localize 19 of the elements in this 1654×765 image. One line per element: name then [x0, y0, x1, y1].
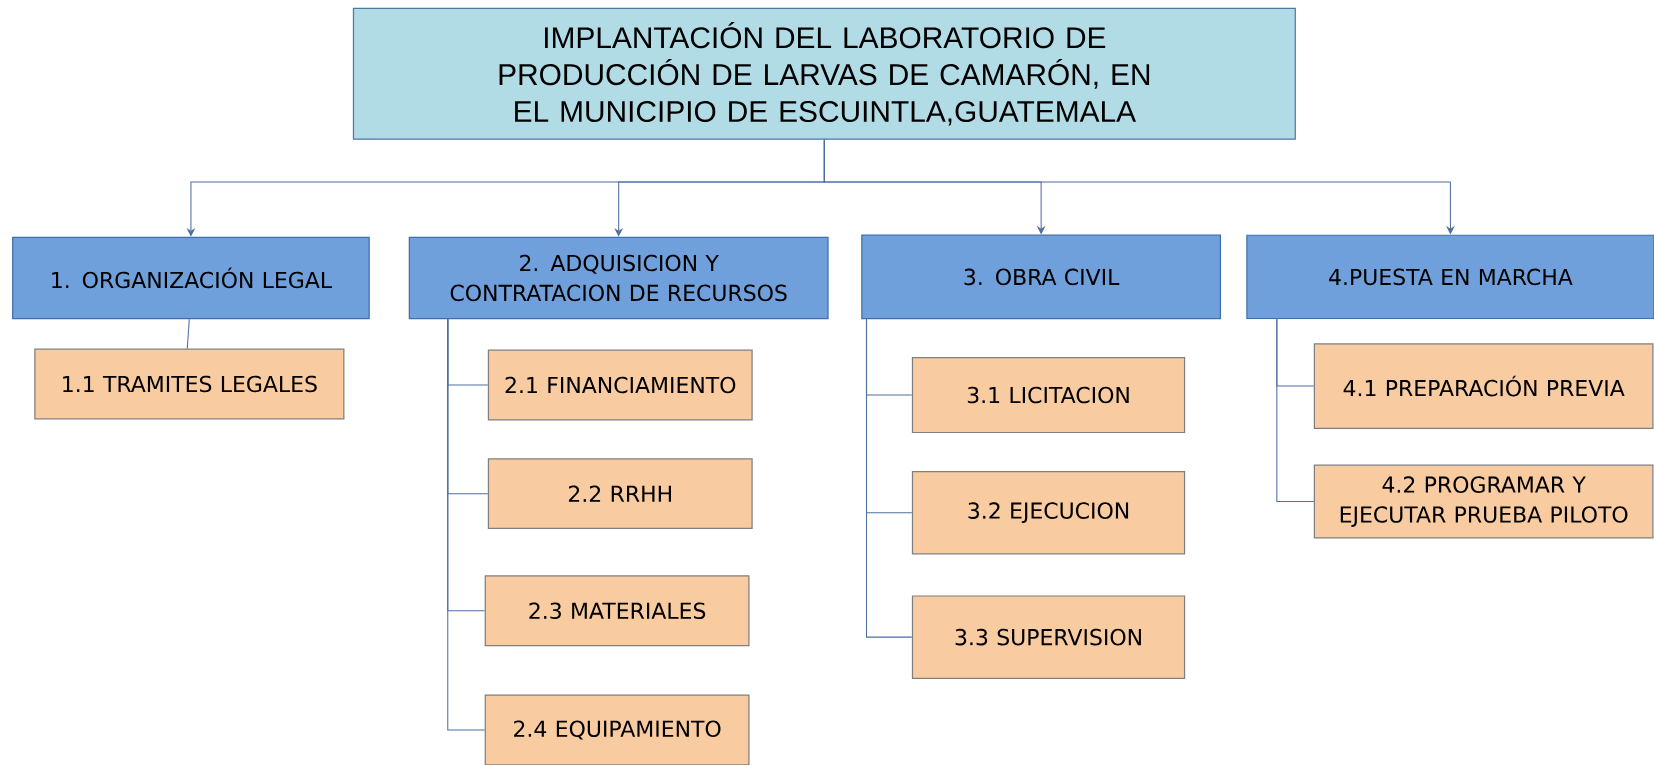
connector-line [447, 318, 486, 731]
title-box: IMPLANTACIÓN DEL LABORATORIO DE PRODUCCIÓN DE LARVAS DE CAMARÓN, EN EL MUNICIPIO DE ESCUINTLA,GUATEMALA [352, 7, 1296, 140]
task-box: 4.1 PREPARACIÓN PREVIA [1313, 343, 1654, 429]
task-box: 3.3 SUPERVISION [911, 595, 1186, 679]
task-box: 3.1 LICITACION [911, 357, 1186, 434]
task-box: 2.2 RRHH [487, 458, 753, 530]
phase-box: 2. ADQUISICION Y CONTRATACION DE RECURSOS [408, 236, 829, 320]
task-box: 2.1 FINANCIAMIENTO [487, 349, 753, 421]
task-box: 2.3 MATERIALES [484, 575, 750, 647]
connector-line [186, 318, 190, 350]
phase-box: 3. OBRA CIVIL [861, 234, 1222, 320]
task-box: 3.2 EJECUCION [911, 470, 1186, 555]
phase-box: 4.PUESTA EN MARCHA [1246, 234, 1654, 320]
phase-box: 1. ORGANIZACIÓN LEGAL [12, 236, 370, 320]
task-box: 1.1 TRAMITES LEGALES [34, 348, 345, 420]
task-box: 4.2 PROGRAMAR Y EJECUTAR PRUEBA PILOTO [1313, 464, 1654, 539]
task-box: 2.4 EQUIPAMIENTO [484, 694, 750, 765]
connector-line [865, 318, 913, 638]
connector-line [1276, 318, 1315, 503]
